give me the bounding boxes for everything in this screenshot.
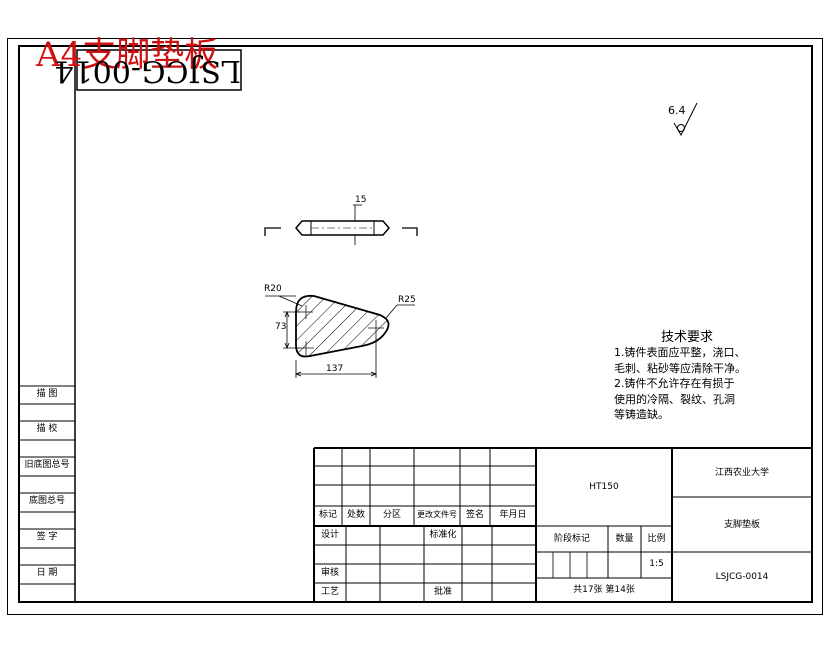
- label-design: 设计: [320, 530, 339, 540]
- header-date: 年月日: [499, 510, 527, 520]
- sheet-count: 共17张 第14张: [573, 585, 635, 595]
- left-strip-check: 描 校: [36, 424, 58, 434]
- left-strip-old-no: 旧底图总号: [24, 460, 70, 470]
- dim-thickness: 15: [355, 195, 367, 205]
- header-sign: 签名: [465, 510, 484, 520]
- tech-requirements-title: 技术要求: [660, 330, 713, 345]
- label-standardization: 标准化: [429, 530, 457, 540]
- drawing-stamp: A4支脚垫板: [36, 35, 219, 75]
- front-view: [265, 294, 415, 378]
- left-strip-base-no: 底图总号: [28, 496, 65, 506]
- header-mark: 标记: [318, 510, 337, 520]
- drawing-number: LSJCG-0014: [715, 572, 769, 582]
- outer-border: [7, 38, 823, 615]
- left-strip-date: 日 期: [36, 568, 58, 578]
- tech-requirements-body: 1.铸件表面应平整，浇口、 毛刺、粘砂等应清除干净。 2.铸件不允许存在有损于 …: [614, 345, 804, 423]
- roughness-value: 6.4: [668, 104, 686, 117]
- roughness-symbol: [673, 102, 698, 137]
- label-quantity: 数量: [615, 534, 634, 544]
- header-change-doc: 更改文件号: [417, 510, 457, 519]
- left-strip-signature: 签 字: [36, 532, 58, 542]
- title-block-grid: [313, 447, 812, 602]
- drawing-code-box: [76, 49, 242, 91]
- part-name: 支脚垫板: [723, 520, 760, 530]
- inner-border: [18, 45, 813, 603]
- dim-radius-small: R25: [398, 295, 416, 305]
- dim-length: 137: [326, 364, 344, 374]
- scale-value: 1:5: [649, 559, 664, 569]
- tech-requirement-line: 2.铸件不允许存在有损于: [614, 377, 735, 390]
- label-scale: 比例: [647, 534, 666, 544]
- label-stage-mark: 阶段标记: [553, 534, 590, 544]
- header-zone: 分区: [382, 510, 401, 520]
- tech-requirement-line: 使用的冷隔、裂纹、孔洞: [614, 392, 735, 406]
- tech-requirement-line: 等铸造缺。: [614, 408, 669, 421]
- label-process: 工艺: [320, 587, 339, 597]
- header-count: 处数: [346, 510, 365, 520]
- side-view: [264, 204, 418, 245]
- label-review: 审核: [320, 568, 339, 578]
- dim-height: 73: [275, 322, 287, 332]
- dim-radius-large: R20: [264, 284, 282, 294]
- tech-requirement-line: 1.铸件表面应平整，浇口、: [614, 346, 746, 359]
- tech-requirement-line: 毛刺、粘砂等应清除干净。: [614, 361, 746, 375]
- left-strip-trace: 描 图: [36, 389, 58, 399]
- label-approve: 批准: [433, 587, 452, 597]
- left-strip-grid: [19, 385, 75, 585]
- material: HT150: [589, 482, 619, 492]
- drawing-code-rotated: LSJCG-0014: [54, 53, 241, 88]
- company-name: 江西农业大学: [714, 468, 769, 478]
